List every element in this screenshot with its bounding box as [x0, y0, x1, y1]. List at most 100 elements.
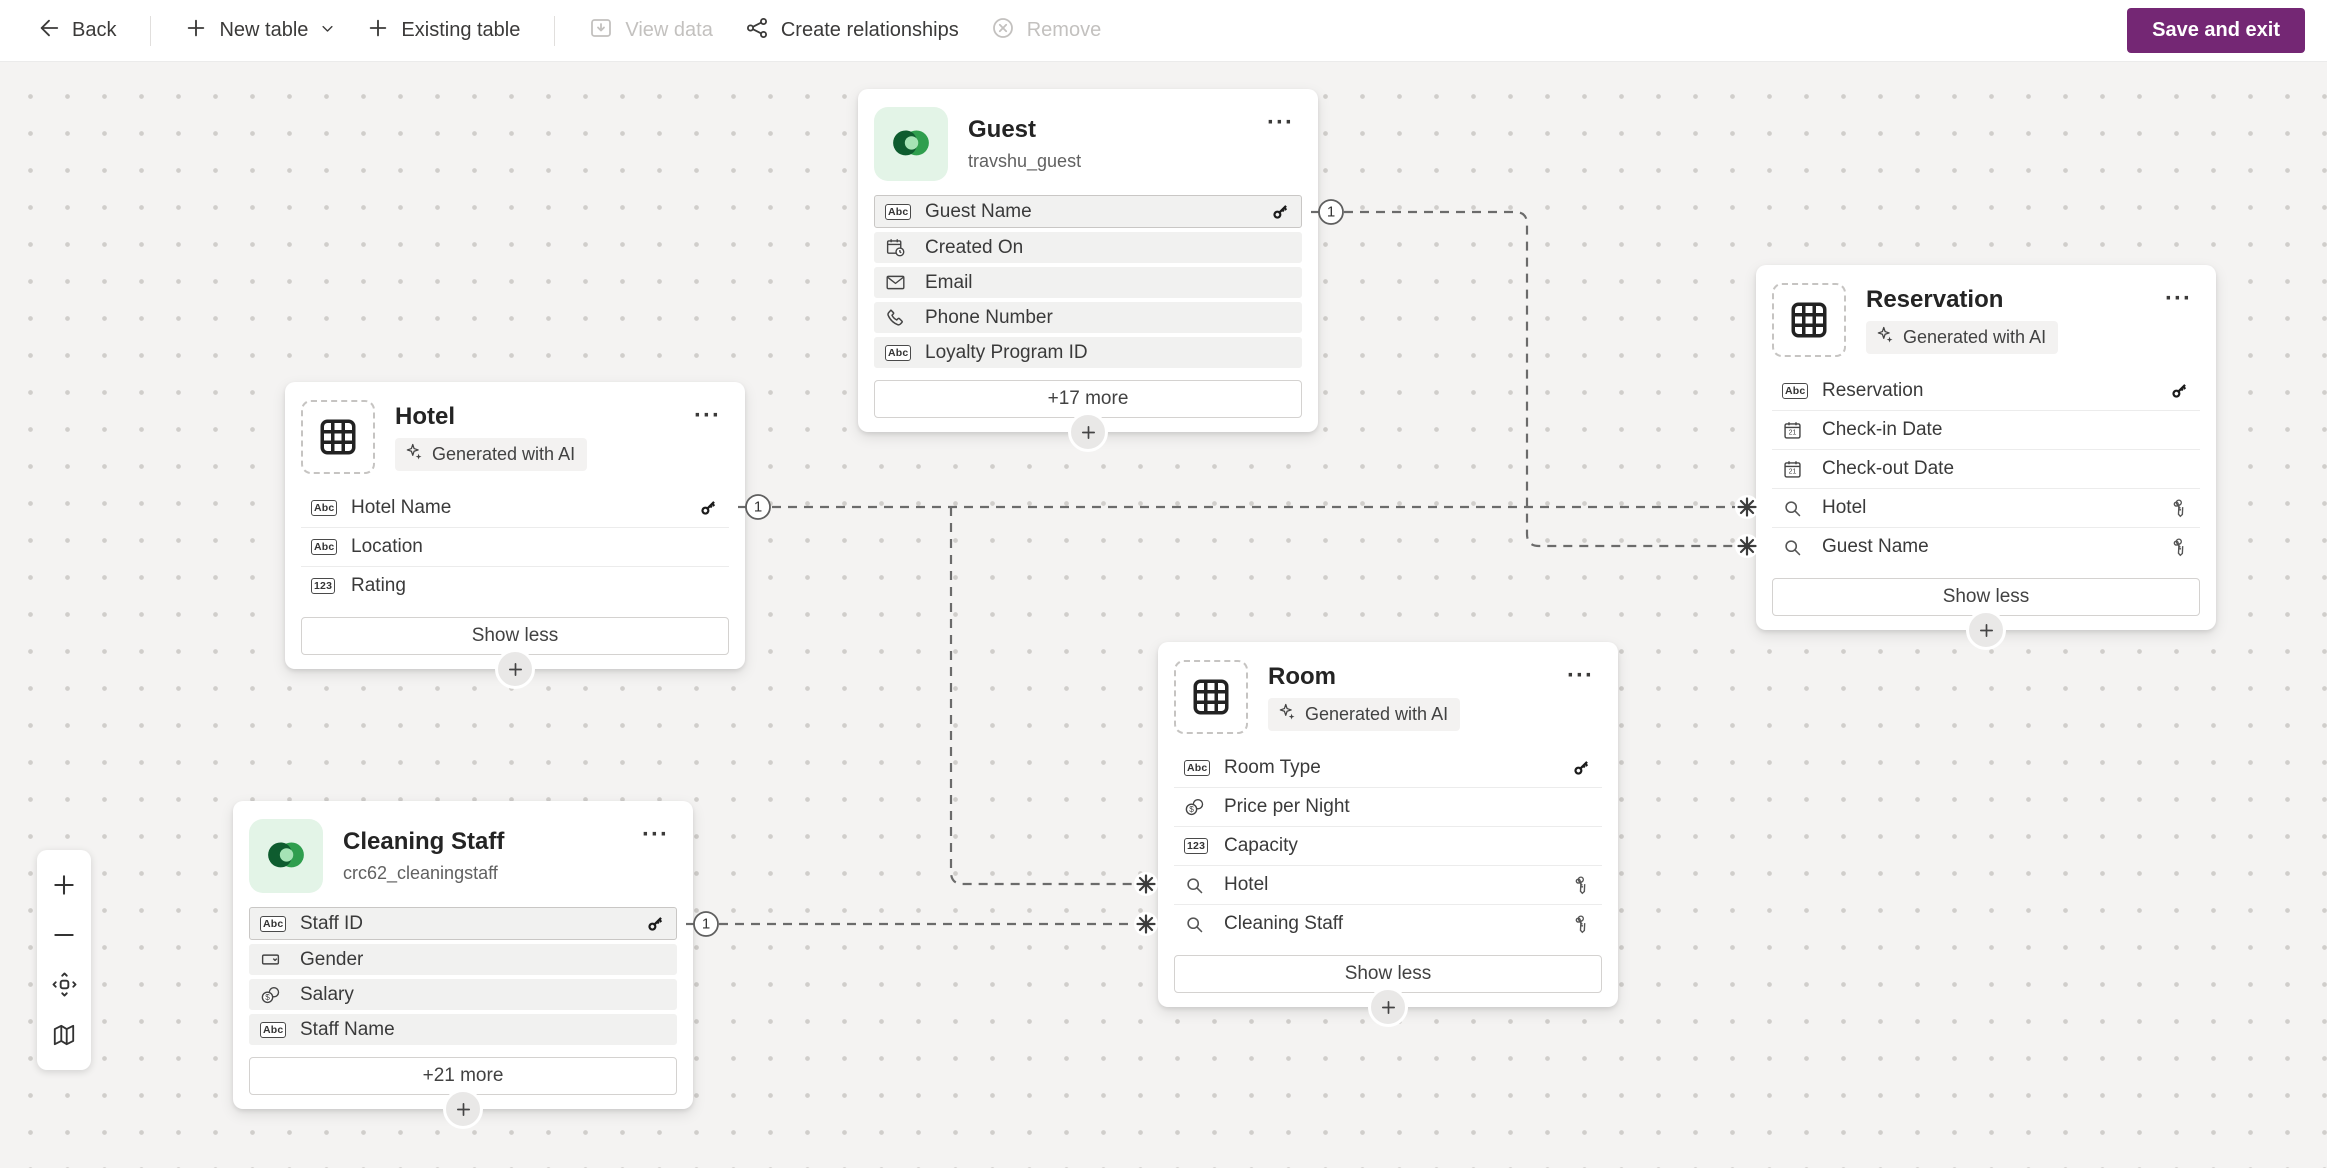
dismiss-circle-icon	[991, 16, 1015, 46]
view-data-icon	[589, 16, 613, 46]
field-row[interactable]: $ Price per Night	[1174, 787, 1602, 826]
show-more-fields-button[interactable]: +21 more	[249, 1057, 677, 1095]
field-row[interactable]: Guest Name	[1772, 527, 2200, 566]
add-field-button[interactable]	[443, 1089, 483, 1129]
canvas-controls	[37, 850, 91, 1070]
field-row[interactable]: Abc Staff ID	[249, 907, 677, 940]
table-card-cleaning-staff[interactable]: Cleaning Staff crc62_cleaningstaff ··· A…	[233, 801, 693, 1129]
currency-field-icon: $	[260, 984, 292, 1006]
add-field-button[interactable]	[495, 649, 535, 689]
field-row[interactable]: $ Salary	[249, 979, 677, 1010]
toolbar-divider	[554, 15, 556, 46]
phone-field-icon	[885, 307, 917, 328]
currency-field-icon: $	[1184, 796, 1216, 818]
table-title: Reservation	[1866, 285, 2004, 313]
lookup-field-icon	[1184, 875, 1216, 896]
field-row[interactable]: 21 Check-out Date	[1772, 449, 2200, 488]
svg-text:21: 21	[1789, 468, 1797, 475]
relationship-keys-icon	[2168, 497, 2190, 519]
field-row[interactable]: Gender	[249, 944, 677, 975]
lookup-field-icon	[1184, 914, 1216, 935]
pan-button[interactable]	[47, 967, 82, 1002]
add-field-button[interactable]	[1368, 987, 1408, 1027]
field-row[interactable]: Created On	[874, 232, 1302, 263]
show-less-button[interactable]: Show less	[301, 617, 729, 655]
ai-sparkle-icon	[1277, 702, 1297, 727]
primary-key-icon	[645, 913, 666, 934]
field-row[interactable]: Abc Reservation	[1772, 371, 2200, 410]
view-data-button[interactable]: View data	[573, 9, 728, 53]
zoom-out-button[interactable]	[47, 918, 81, 952]
primary-key-icon	[1571, 757, 1592, 778]
add-field-button[interactable]	[1068, 412, 1108, 452]
show-less-button[interactable]: Show less	[1174, 955, 1602, 993]
table-card-reservation[interactable]: Reservation Generated with AI ··· Abc Re…	[1756, 265, 2216, 650]
datetime-field-icon	[885, 237, 917, 258]
text-field-icon: Abc	[311, 539, 343, 555]
text-field-icon: Abc	[1782, 382, 1814, 399]
field-row[interactable]: 21 Check-in Date	[1772, 410, 2200, 449]
table-more-menu[interactable]: ···	[1261, 105, 1300, 141]
field-row[interactable]: Abc Loyalty Program ID	[874, 337, 1302, 368]
field-row[interactable]: Hotel	[1772, 488, 2200, 527]
number-field-icon: 123	[1184, 838, 1216, 854]
field-row[interactable]: Email	[874, 267, 1302, 298]
date-field-icon: 21	[1782, 420, 1814, 441]
show-more-fields-button[interactable]: +17 more	[874, 380, 1302, 418]
relationship-keys-icon	[1570, 913, 1592, 935]
toolbar-divider	[150, 15, 152, 46]
lookup-field-icon	[1782, 498, 1814, 519]
new-table-button[interactable]: New table	[169, 9, 351, 53]
dataverse-table-icon	[874, 107, 948, 181]
field-row[interactable]: Hotel	[1174, 865, 1602, 904]
back-button[interactable]: Back	[22, 9, 132, 53]
text-field-icon: Abc	[885, 344, 917, 361]
field-row[interactable]: 123 Capacity	[1174, 826, 1602, 865]
field-row[interactable]: Abc Location	[301, 527, 729, 566]
table-logical-name: crc62_cleaningstaff	[343, 863, 498, 884]
field-row[interactable]: Phone Number	[874, 302, 1302, 333]
primary-key-icon	[2169, 380, 2190, 401]
primary-key-icon	[698, 497, 719, 518]
field-row[interactable]: Abc Guest Name	[874, 195, 1302, 228]
choice-field-icon	[260, 949, 292, 970]
text-field-icon: Abc	[260, 915, 292, 932]
generated-with-ai-badge: Generated with AI	[1268, 698, 1461, 732]
table-card-hotel[interactable]: Hotel Generated with AI ··· Abc Hotel Na…	[285, 382, 745, 689]
save-and-exit-button[interactable]: Save and exit	[2127, 8, 2305, 53]
table-grid-icon	[1772, 283, 1846, 357]
top-toolbar: Back New table Existing table View data …	[0, 0, 2327, 62]
create-relationships-button[interactable]: Create relationships	[729, 9, 975, 53]
table-title: Guest	[968, 115, 1037, 143]
table-title: Hotel	[395, 402, 455, 430]
table-more-menu[interactable]: ···	[636, 817, 675, 853]
table-more-menu[interactable]: ···	[1561, 658, 1600, 694]
table-card-guest[interactable]: Guest travshu_guest ··· Abc Guest Name C…	[858, 89, 1318, 452]
relationship-keys-icon	[2168, 536, 2190, 558]
chevron-down-icon	[320, 19, 335, 42]
table-more-menu[interactable]: ···	[688, 398, 727, 434]
field-row[interactable]: Cleaning Staff	[1174, 904, 1602, 943]
existing-table-button[interactable]: Existing table	[351, 9, 536, 53]
date-field-icon: 21	[1782, 459, 1814, 480]
add-field-button[interactable]	[1966, 610, 2006, 650]
field-row[interactable]: Abc Hotel Name	[301, 488, 729, 527]
table-grid-icon	[1174, 660, 1248, 734]
primary-key-icon	[1270, 201, 1291, 222]
table-card-room[interactable]: Room Generated with AI ··· Abc Room Type…	[1158, 642, 1618, 1027]
minimap-button[interactable]	[47, 1018, 81, 1052]
svg-text:$: $	[1189, 805, 1194, 814]
email-field-icon	[885, 272, 917, 293]
show-less-button[interactable]: Show less	[1772, 578, 2200, 616]
field-row[interactable]: Abc Room Type	[1174, 748, 1602, 787]
table-more-menu[interactable]: ···	[2159, 281, 2198, 317]
field-row[interactable]: Abc Staff Name	[249, 1014, 677, 1045]
field-row[interactable]: 123 Rating	[301, 566, 729, 605]
table-title: Room	[1268, 662, 1336, 690]
svg-text:21: 21	[1789, 429, 1797, 436]
text-field-icon: Abc	[1184, 759, 1216, 776]
plus-icon	[185, 17, 207, 45]
relationship-keys-icon	[1570, 874, 1592, 896]
remove-button[interactable]: Remove	[975, 9, 1117, 53]
zoom-in-button[interactable]	[47, 868, 81, 902]
